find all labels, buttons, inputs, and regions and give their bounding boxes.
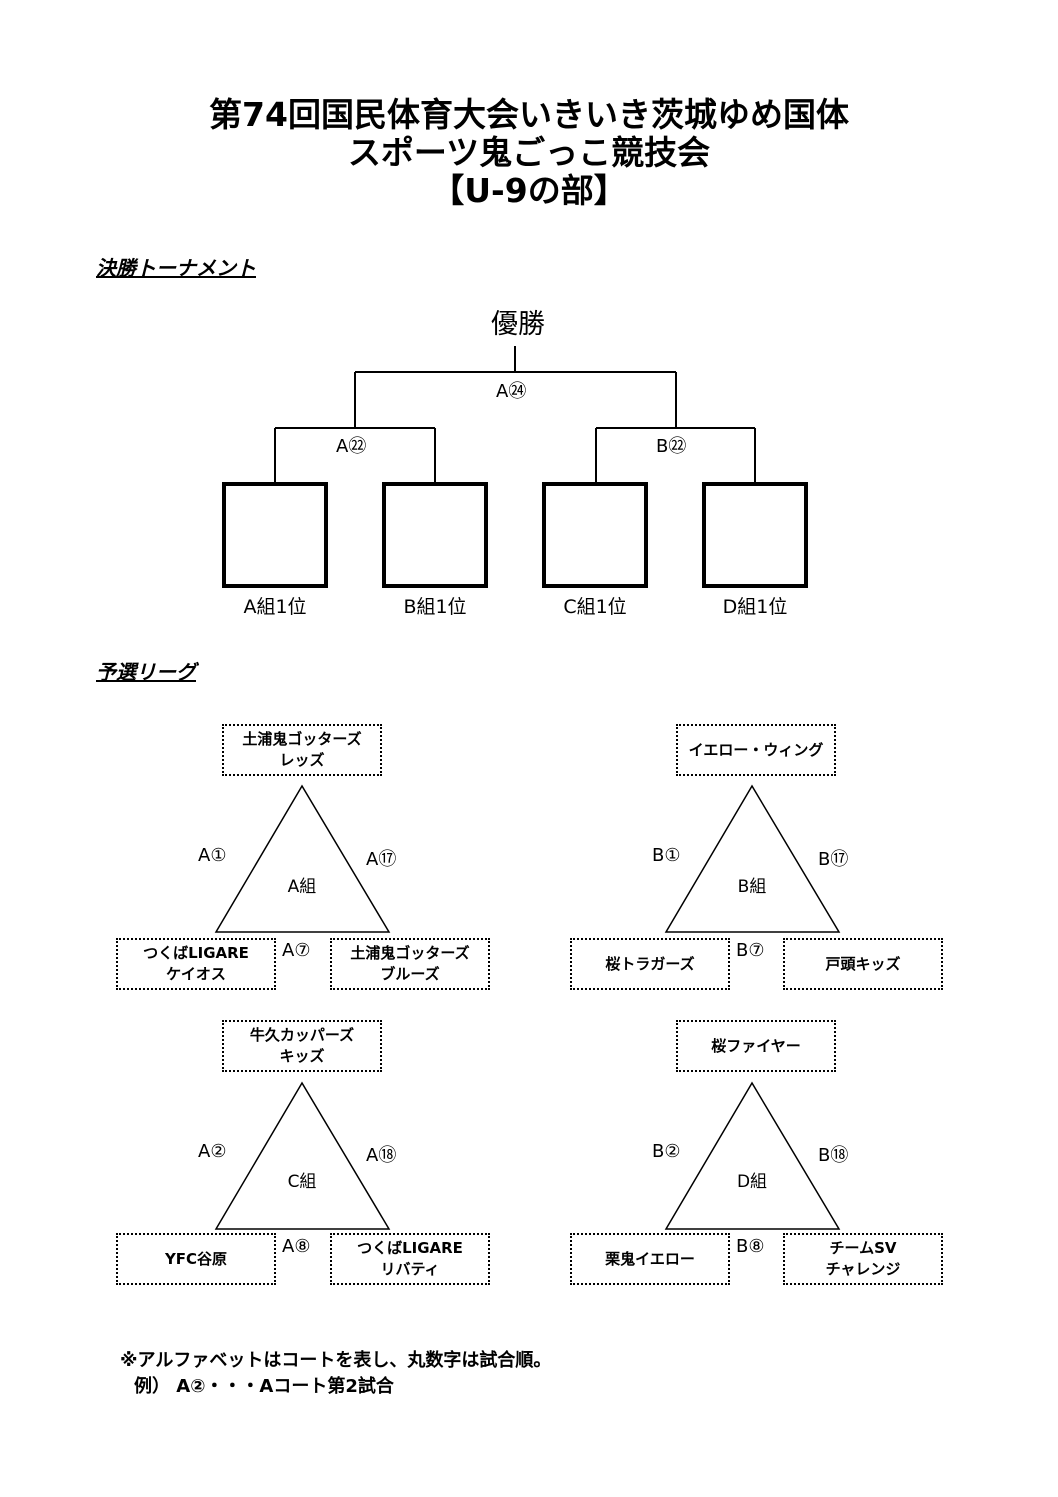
team-name: 桜トラガーズ: [605, 954, 695, 973]
note-line-2: 例） A②・・・Aコート第2試合: [134, 1376, 394, 1397]
group-c-team-top: 牛久カッパーズ キッズ: [222, 1020, 382, 1072]
slot-box-a: [222, 482, 328, 588]
slot-label-c: C組1位: [563, 596, 627, 618]
slot-label-b: B組1位: [403, 596, 467, 618]
slot-label-d: D組1位: [722, 596, 788, 618]
title-line-1: 第74回国民体育大会いきいき茨城ゆめ国体: [209, 95, 849, 134]
team-name: 戸頭キッズ: [825, 954, 901, 973]
team-name: ケイオス: [166, 965, 226, 983]
group-a-match-bottom: A⑦: [282, 940, 311, 961]
group-d-team-bottom-left: 栗鬼イエロー: [570, 1233, 730, 1285]
team-name: チャレンジ: [825, 1260, 901, 1278]
team-name: イエロー・ウィング: [688, 740, 824, 759]
group-a-match-right: A⑰: [366, 849, 397, 870]
group-b-match-bottom: B⑦: [736, 940, 765, 961]
team-name: リバティ: [380, 1260, 440, 1278]
team-name: YFC谷原: [164, 1249, 228, 1268]
title-line-3: 【U-9の部】: [431, 171, 627, 210]
team-name: キッズ: [279, 1047, 325, 1065]
group-b-team-bottom-right: 戸頭キッズ: [783, 938, 943, 990]
group-b-match-left: B①: [652, 845, 681, 866]
group-c-team-bottom-right: つくばLIGARE リバティ: [330, 1233, 490, 1285]
title-line-2: スポーツ鬼ごっこ競技会: [347, 133, 711, 172]
group-c-match-bottom: A⑧: [282, 1236, 311, 1257]
group-d-label: D組: [736, 1172, 768, 1192]
group-d-match-left: B②: [652, 1141, 681, 1162]
group-b-team-bottom-left: 桜トラガーズ: [570, 938, 730, 990]
champion-label: 優勝: [491, 309, 545, 340]
slot-label-a: A組1位: [243, 596, 307, 618]
group-a-match-left: A①: [198, 845, 227, 866]
team-name: つくばLIGARE: [357, 1239, 463, 1257]
slot-box-b: [382, 482, 488, 588]
team-name: ブルーズ: [380, 965, 440, 983]
team-name: チームSV: [829, 1239, 897, 1257]
slot-box-c: [542, 482, 648, 588]
group-a-team-bottom-left: つくばLIGARE ケイオス: [116, 938, 276, 990]
preliminary-league-heading: 予選リーグ: [96, 660, 196, 684]
group-c-label: C組: [287, 1172, 317, 1192]
semi-right-match-label: B㉒: [656, 436, 687, 457]
group-d-match-bottom: B⑧: [736, 1236, 765, 1257]
group-a-team-top: 土浦鬼ゴッターズ レッズ: [222, 724, 382, 776]
group-c-match-right: A⑱: [366, 1145, 397, 1166]
group-b-label: B組: [737, 877, 767, 897]
group-c-match-left: A②: [198, 1141, 227, 1162]
team-name: 牛久カッパーズ: [249, 1026, 355, 1044]
team-name: 土浦鬼ゴッターズ: [350, 944, 470, 962]
team-name: つくばLIGARE: [143, 944, 249, 962]
group-d-team-bottom-right: チームSV チャレンジ: [783, 1233, 943, 1285]
group-b-match-right: B⑰: [818, 849, 849, 870]
team-name: 桜ファイヤー: [711, 1036, 801, 1055]
team-name: レッズ: [279, 751, 325, 769]
final-tournament-heading: 決勝トーナメント: [96, 256, 256, 280]
group-b-team-top: イエロー・ウィング: [676, 724, 836, 776]
team-name: 栗鬼イエロー: [605, 1249, 695, 1268]
semi-left-match-label: A㉒: [336, 436, 367, 457]
group-c-team-bottom-left: YFC谷原: [116, 1233, 276, 1285]
team-name: 土浦鬼ゴッターズ: [242, 730, 362, 748]
group-d-match-right: B⑱: [818, 1145, 849, 1166]
group-d-team-top: 桜ファイヤー: [676, 1020, 836, 1072]
group-a-team-bottom-right: 土浦鬼ゴッターズ ブルーズ: [330, 938, 490, 990]
group-a-label: A組: [287, 877, 317, 897]
note-line-1: ※アルファベットはコートを表し、丸数字は試合順。: [120, 1350, 552, 1371]
final-match-label: A㉔: [496, 381, 527, 402]
slot-box-d: [702, 482, 808, 588]
